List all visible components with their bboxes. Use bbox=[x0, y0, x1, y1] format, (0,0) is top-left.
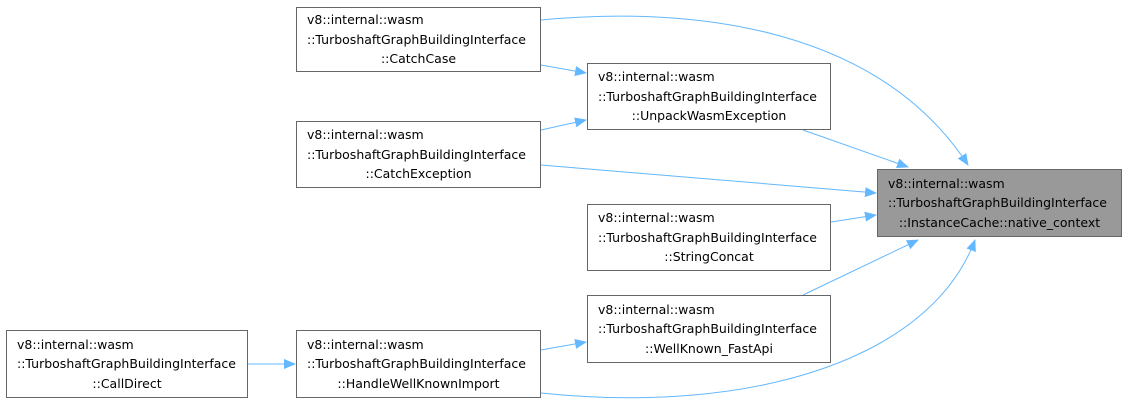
edge-catchexception-to-native-context bbox=[540, 164, 877, 198]
node-line-class: ::TurboshaftGraphBuildingInterface bbox=[307, 356, 526, 372]
edge-catchcase-to-unpack-wasm-exception bbox=[540, 64, 587, 76]
node-line-namespace: v8::internal::wasm bbox=[888, 175, 1005, 191]
node-line-namespace: v8::internal::wasm bbox=[307, 12, 424, 28]
node-line-class: ::TurboshaftGraphBuildingInterface bbox=[307, 146, 526, 162]
node-well-known-fastapi[interactable]: v8::internal::wasm ::TurboshaftGraphBuil… bbox=[587, 295, 831, 363]
node-line-class: ::TurboshaftGraphBuildingInterface bbox=[598, 321, 817, 337]
node-unpack-wasm-exception[interactable]: v8::internal::wasm ::TurboshaftGraphBuil… bbox=[587, 63, 831, 130]
node-line-member: ::UnpackWasmException bbox=[631, 108, 787, 124]
node-line-namespace: v8::internal::wasm bbox=[307, 127, 424, 143]
node-catch-exception[interactable]: v8::internal::wasm ::TurboshaftGraphBuil… bbox=[296, 121, 541, 188]
node-line-namespace: v8::internal::wasm bbox=[598, 69, 715, 85]
node-line-member: ::StringConcat bbox=[664, 249, 754, 265]
node-line-class: ::TurboshaftGraphBuildingInterface bbox=[17, 356, 236, 372]
node-line-member: ::InstanceCache::native_context bbox=[898, 214, 1101, 230]
node-line-class: ::TurboshaftGraphBuildingInterface bbox=[598, 229, 817, 245]
edge-handle-well-known-import-to-native-context bbox=[540, 239, 976, 399]
edge-handle-well-known-import-to-well-known-fastapi bbox=[540, 339, 587, 351]
node-line-namespace: v8::internal::wasm bbox=[598, 301, 715, 317]
node-line-member: ::HandleWellKnownImport bbox=[337, 375, 500, 391]
node-line-class: ::TurboshaftGraphBuildingInterface bbox=[598, 88, 817, 104]
edge-catchexception-to-unpack-wasm-exception bbox=[540, 117, 587, 131]
edge-catchcase-to-native-context bbox=[540, 15, 969, 166]
edge-string-concat-to-native-context bbox=[830, 211, 877, 223]
node-call-direct[interactable]: v8::internal::wasm ::TurboshaftGraphBuil… bbox=[6, 330, 248, 398]
node-line-class: ::TurboshaftGraphBuildingInterface bbox=[307, 31, 526, 47]
node-line-member: ::CatchCase bbox=[380, 51, 457, 67]
node-native-context: v8::internal::wasm ::TurboshaftGraphBuil… bbox=[877, 169, 1122, 237]
node-line-class: ::TurboshaftGraphBuildingInterface bbox=[888, 195, 1107, 211]
node-catch-case[interactable]: v8::internal::wasm ::TurboshaftGraphBuil… bbox=[296, 7, 541, 72]
node-line-namespace: v8::internal::wasm bbox=[307, 336, 424, 352]
node-line-namespace: v8::internal::wasm bbox=[598, 210, 715, 226]
edge-unpack-wasm-exception-to-native-context bbox=[802, 129, 909, 169]
edge-well-known-fastapi-to-native-context bbox=[802, 239, 919, 296]
node-handle-well-known-import[interactable]: v8::internal::wasm ::TurboshaftGraphBuil… bbox=[296, 330, 541, 398]
node-string-concat[interactable]: v8::internal::wasm ::TurboshaftGraphBuil… bbox=[587, 204, 831, 271]
node-line-namespace: v8::internal::wasm bbox=[17, 336, 134, 352]
node-line-member: ::CatchException bbox=[365, 166, 472, 182]
node-line-member: ::WellKnown_FastApi bbox=[645, 340, 773, 356]
node-line-member: ::CallDirect bbox=[92, 375, 162, 391]
